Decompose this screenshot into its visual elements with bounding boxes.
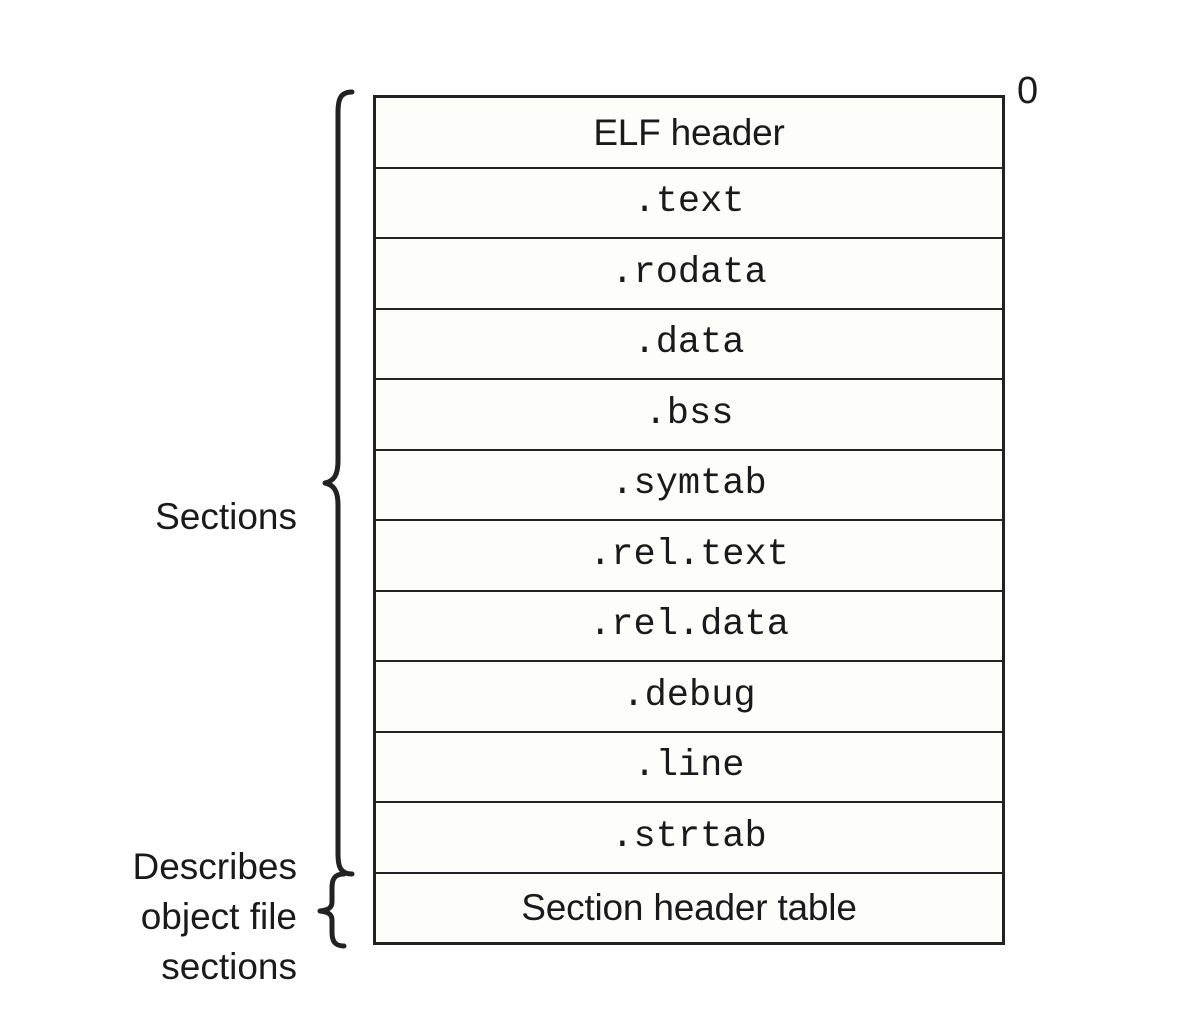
section-row-label: Section header table (521, 887, 857, 929)
section-row-line: .line (376, 732, 1002, 803)
section-row-debug: .debug (376, 662, 1002, 733)
section-row-label: .symtab (611, 463, 767, 506)
section-row-label: .strtab (611, 815, 767, 858)
section-row-text: .text (376, 168, 1002, 239)
section-row-label: ELF header (593, 111, 785, 153)
describes-brace-label-line-1: Describes (132, 846, 298, 887)
sections-brace (322, 89, 355, 877)
section-row-label: .debug (622, 674, 756, 717)
section-row-strtab: .strtab (376, 803, 1002, 874)
offset-zero-label: 0 (1017, 70, 1039, 112)
section-row-label: .text (633, 181, 745, 224)
describes-brace-label-line-3: sections (161, 946, 297, 987)
object-file-layout-box: ELF header .text .rodata .data .bss .sym… (373, 95, 1005, 945)
section-row-symtab: .symtab (376, 450, 1002, 521)
section-row-elf-header: ELF header (376, 98, 1002, 169)
section-row-data: .data (376, 309, 1002, 380)
section-row-rel-data: .rel.data (376, 591, 1002, 662)
section-row-bss: .bss (376, 380, 1002, 451)
describes-brace-label-line-2: object file (140, 896, 297, 937)
section-row-label: .rel.data (589, 604, 789, 647)
section-row-label: .bss (644, 392, 734, 435)
section-row-rel-text: .rel.text (376, 521, 1002, 592)
describes-brace-label: Describes object file sections (0, 842, 298, 992)
section-row-label: .rel.text (589, 533, 789, 576)
section-row-label: .line (633, 745, 745, 788)
section-row-label: .data (633, 322, 745, 365)
sections-brace-label: Sections (155, 496, 297, 537)
section-row-rodata: .rodata (376, 239, 1002, 310)
describes-brace (317, 871, 347, 949)
section-row-label: .rodata (611, 251, 767, 294)
section-row-section-header-table: Section header table (376, 873, 1002, 942)
